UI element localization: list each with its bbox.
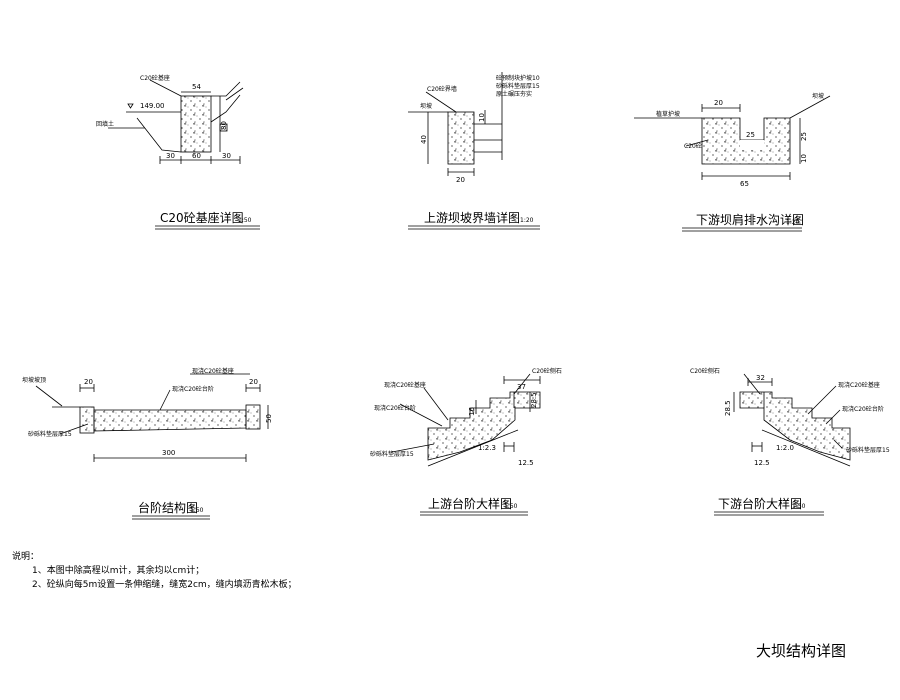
notes-heading: 说明： — [12, 552, 40, 562]
v6-base-label: 现浇C20砼基座 — [838, 381, 880, 389]
v4-dim-left: 20 — [84, 378, 93, 386]
v2-material-label: C20砼界墙 — [427, 85, 457, 93]
v3-material-label: C20砼 — [684, 142, 702, 150]
v1-dim-top: 54 — [192, 83, 201, 91]
view-step-structure — [35, 373, 269, 520]
v2-dim-step: 10 — [478, 113, 486, 122]
v4-title: 台阶结构图 — [138, 500, 198, 515]
v5-kerb-label: C20砼侧石 — [532, 367, 562, 375]
v1-title: C20砼基座详图 — [160, 210, 244, 225]
v3-dim-top: 20 — [714, 99, 723, 107]
v1-material-label: C20砼基座 — [140, 74, 170, 82]
v2-title: 上游坝坡界墙详图 — [424, 210, 520, 225]
sheet-title: 大坝结构详图 — [756, 642, 847, 660]
v3-title: 下游坝肩排水沟详图 — [696, 212, 804, 227]
v4-step-label: 现浇C20砼台阶 — [172, 385, 214, 393]
v6-dim-top: 32 — [756, 374, 765, 382]
v6-step-label: 现浇C20砼台阶 — [842, 405, 884, 413]
elevation-marker-icon — [127, 103, 134, 109]
v6-scale: 1:50 — [792, 503, 806, 510]
view-c20-base — [108, 79, 260, 230]
v2-slope-label: 坝坡 — [420, 102, 432, 110]
v2-layer3-label: 原土碾压夯实 — [496, 90, 532, 98]
v5-dim-top: 37 — [517, 383, 526, 391]
note-item-1: 1、本图中除高程以m计，其余均以cm计； — [32, 566, 205, 576]
upstream-steps — [427, 391, 541, 461]
v3-slope-label: 坝坡 — [812, 92, 824, 100]
v4-crest2-label: 现浇C20砼基座 — [192, 367, 234, 375]
v2-layer1-label: 砼预制块护坡10 — [496, 74, 540, 82]
step-body — [93, 409, 247, 432]
v5-dim-h2: 28.5 — [530, 392, 538, 408]
v6-dim-tread: 12.5 — [754, 459, 770, 467]
v6-bed-label: 砂砾料垫层厚15 — [846, 446, 890, 454]
view-downstream-step-detail — [714, 373, 851, 516]
v1-dim-height: 80 — [220, 121, 228, 130]
v2-dim-width: 20 — [456, 176, 465, 184]
base-block — [180, 95, 212, 153]
v4-dim-height: 50 — [265, 414, 273, 423]
downstream-steps — [739, 391, 851, 461]
wall-block — [447, 111, 475, 165]
v3-dim-depth: 25 — [800, 132, 808, 141]
v2-scale: 1:20 — [520, 217, 534, 224]
v3-grass-label: 植草护坡 — [656, 110, 680, 118]
v2-dim-height: 40 — [420, 135, 428, 144]
v4-dim-right: 20 — [249, 378, 258, 386]
v4-scale: 1:50 — [190, 507, 204, 514]
v5-title: 上游台阶大样图 — [428, 496, 512, 511]
v6-kerb-label: C20砼侧石 — [690, 367, 720, 375]
v6-slope-ratio: 1:2.0 — [776, 444, 794, 452]
v5-base-label: 现浇C20砼基座 — [384, 381, 426, 389]
view-upstream-step-detail — [391, 373, 541, 516]
v5-step-label: 现浇C20砼台阶 — [374, 404, 416, 412]
v1-dim-right: 30 — [222, 152, 231, 160]
v5-dim-tread: 12.5 — [518, 459, 534, 467]
v1-elevation-label: 149.00 — [140, 102, 165, 110]
view-upstream-wall — [408, 72, 540, 230]
v1-dim-mid: 60 — [192, 152, 201, 160]
v3-dim-width: 65 — [740, 180, 749, 188]
v4-bed-label: 砂砾料垫层厚15 — [28, 430, 72, 438]
v4-dim-length: 300 — [162, 449, 175, 457]
notes-block: 说明： 1、本图中除高程以m计，其余均以cm计； 2、砼纵向每5m设置一条伸缩缝… — [12, 550, 297, 592]
v1-dim-left: 30 — [166, 152, 175, 160]
v1-scale: 1:50 — [238, 217, 252, 224]
v5-slope-ratio: 1:2.3 — [478, 444, 496, 452]
view-downstream-drain — [634, 95, 831, 232]
v5-bed-label: 砂砾料垫层厚15 — [370, 450, 414, 458]
v4-crest-label: 坝坡坡顶 — [22, 376, 46, 384]
v6-title: 下游台阶大样图 — [718, 496, 802, 511]
v2-layer2-label: 砂砾料垫层厚15 — [496, 82, 540, 90]
v3-dim-inner: 25 — [746, 131, 755, 139]
v6-dim-h1: 28.5 — [724, 400, 732, 416]
v3-dim-base: 10 — [800, 154, 808, 163]
note-item-2: 2、砼纵向每5m设置一条伸缩缝，缝宽2cm，缝内填沥青松木板； — [32, 580, 297, 590]
v1-backfill-label: 回填土 — [96, 120, 114, 128]
v5-scale: 1:50 — [504, 503, 518, 510]
v5-dim-h1: 16 — [468, 407, 476, 416]
v3-scale: 1:20 — [786, 219, 800, 226]
